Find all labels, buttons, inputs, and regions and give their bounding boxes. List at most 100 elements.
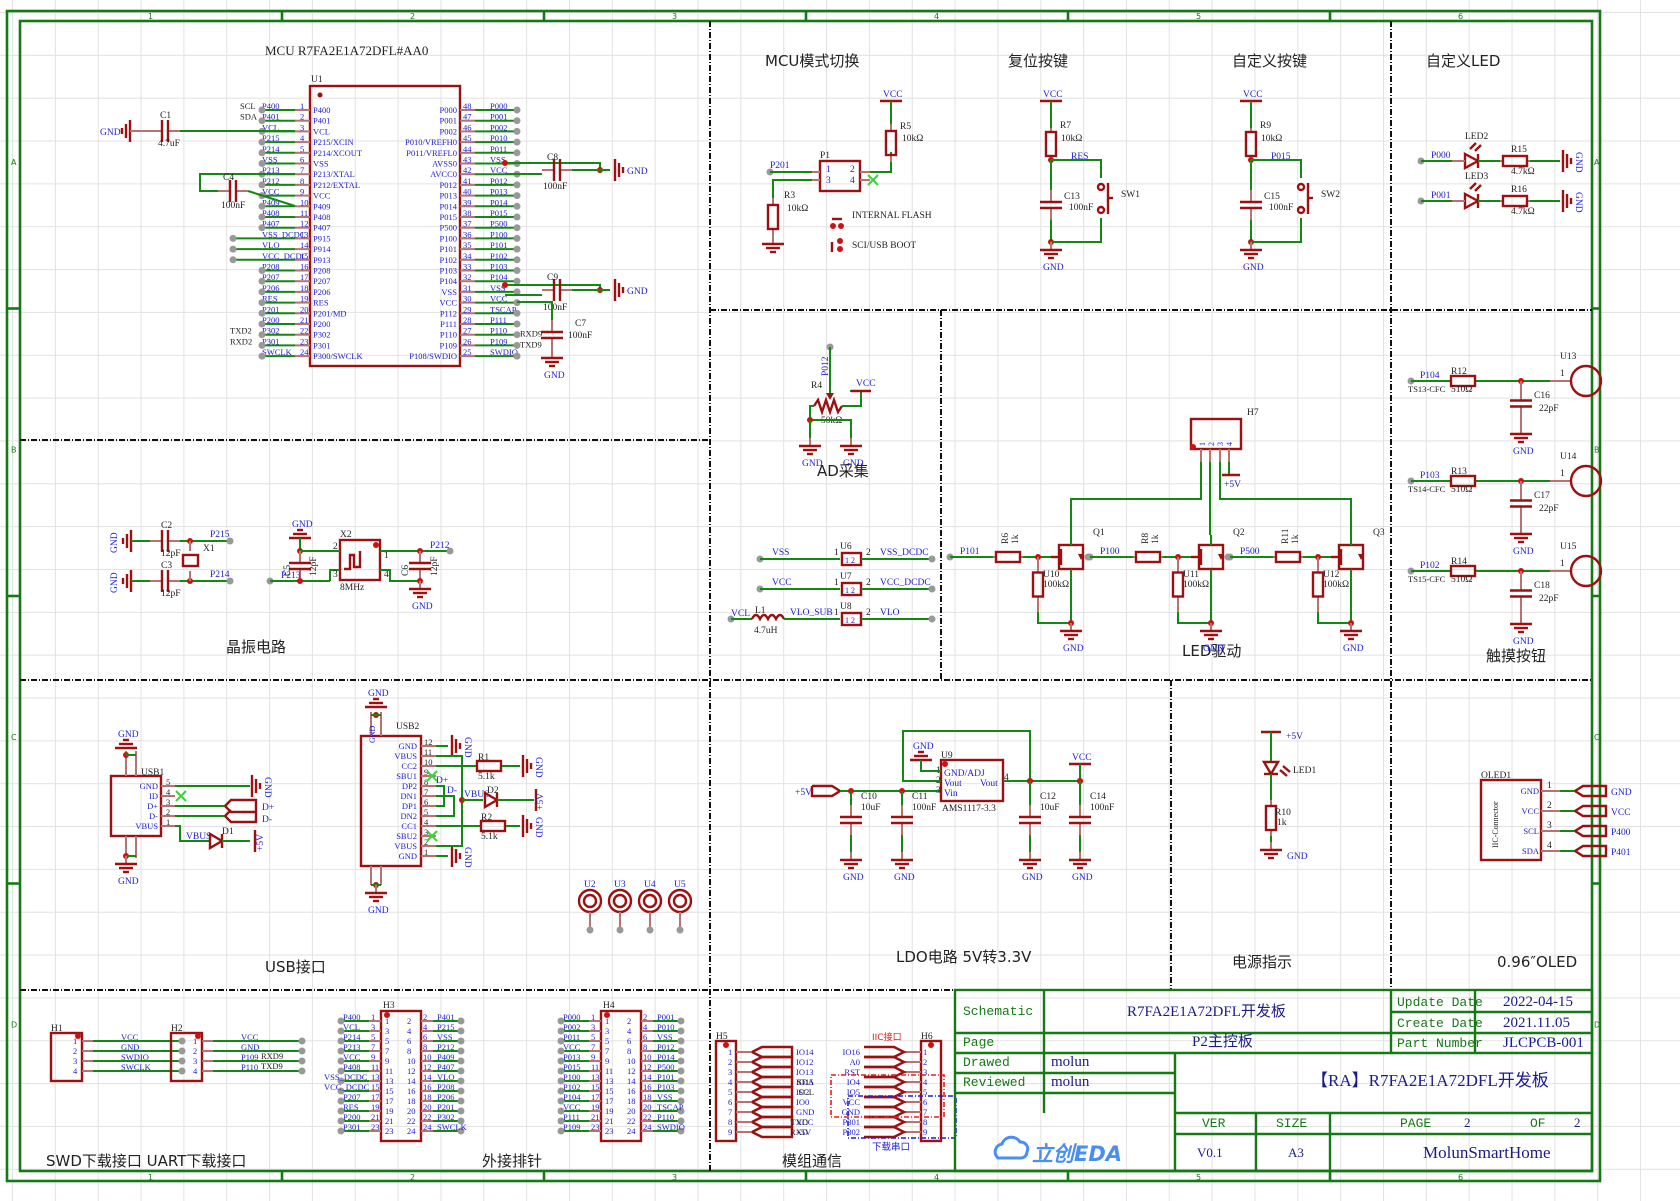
net-port-icon[interactable] (751, 1085, 794, 1099)
net-port[interactable] (457, 1057, 465, 1065)
net-port[interactable] (178, 1037, 186, 1045)
touch-resistor-icon[interactable] (1449, 564, 1477, 578)
c6-capacitor-icon[interactable] (409, 551, 431, 581)
r5-resistor-icon[interactable] (884, 124, 898, 162)
led-icon[interactable] (1463, 142, 1482, 171)
net-port[interactable] (298, 1057, 306, 1065)
net-port[interactable] (513, 341, 521, 349)
touch-capacitor-icon[interactable] (1510, 381, 1532, 426)
test-pad-icon[interactable] (637, 888, 663, 914)
net-port[interactable] (337, 1017, 345, 1025)
net-port[interactable] (178, 1057, 186, 1065)
net-port-icon[interactable] (1574, 804, 1608, 818)
net-port-icon[interactable] (751, 1065, 794, 1079)
net-port[interactable] (258, 277, 266, 285)
c3-capacitor-icon[interactable] (150, 570, 180, 592)
touch-capacitor-icon[interactable] (1510, 571, 1532, 616)
net-port[interactable] (457, 1127, 465, 1135)
ldo-capacitor-icon[interactable] (891, 805, 913, 835)
net-port[interactable] (928, 555, 936, 563)
net-port-icon[interactable] (864, 1095, 907, 1109)
pulldown-resistor-icon[interactable] (1311, 557, 1325, 612)
net-port[interactable] (258, 224, 266, 232)
pin-header-body[interactable] (714, 1039, 738, 1143)
net-port[interactable] (513, 127, 521, 135)
net-port[interactable] (229, 234, 237, 242)
c7-capacitor-icon[interactable] (541, 320, 563, 350)
c2-capacitor-icon[interactable] (150, 530, 180, 552)
net-port[interactable] (677, 1027, 685, 1035)
net-port[interactable] (337, 1127, 345, 1135)
ldo-block[interactable]: +5VU9GND/ADJVoutVinVout1234AMS1117-3.3GN… (795, 730, 1114, 883)
net-port-icon[interactable] (751, 1105, 794, 1119)
net-port[interactable] (337, 1047, 345, 1055)
touch-pad-icon[interactable] (1569, 364, 1603, 398)
net-port[interactable] (677, 1097, 685, 1105)
net-port[interactable] (258, 320, 266, 328)
net-port[interactable] (258, 138, 266, 146)
net-port[interactable] (446, 547, 454, 555)
pin-header-body[interactable] (379, 1009, 423, 1143)
net-port[interactable] (258, 288, 266, 296)
net-port[interactable] (457, 1027, 465, 1035)
net-port-icon[interactable] (864, 1105, 907, 1119)
net-port[interactable] (557, 1107, 565, 1115)
potentiometer-icon[interactable] (813, 393, 843, 416)
net-port[interactable] (258, 181, 266, 189)
net-tie-icon[interactable]: 1 2 (840, 581, 863, 597)
diode-icon[interactable] (208, 831, 225, 851)
pulldown-resistor-icon[interactable] (1031, 557, 1045, 612)
led-resistor-icon[interactable] (1500, 154, 1530, 168)
net-port[interactable] (677, 1047, 685, 1055)
gate-resistor-icon[interactable] (993, 550, 1023, 564)
net-port[interactable] (457, 1097, 465, 1105)
ldo-capacitor-icon[interactable] (1069, 805, 1091, 835)
net-port[interactable] (677, 1077, 685, 1085)
net-port[interactable] (513, 309, 521, 317)
net-port-icon[interactable] (864, 1125, 907, 1139)
net-port[interactable] (557, 1037, 565, 1045)
net-port[interactable] (513, 288, 521, 296)
net-port[interactable] (513, 106, 521, 114)
net-port-icon[interactable] (1574, 824, 1608, 838)
net-port[interactable] (258, 267, 266, 274)
r3-resistor-icon[interactable] (766, 198, 780, 236)
net-port[interactable] (586, 926, 594, 934)
net-port[interactable] (513, 277, 521, 285)
c4-capacitor-icon[interactable] (218, 180, 248, 202)
net-port[interactable] (557, 1067, 565, 1075)
net-port[interactable] (178, 1067, 186, 1075)
touch-resistor-icon[interactable] (1449, 474, 1477, 488)
net-port[interactable] (337, 1037, 345, 1045)
led-icon[interactable] (1261, 760, 1291, 777)
net-port-icon[interactable] (751, 1055, 794, 1069)
net-port[interactable] (337, 1027, 345, 1035)
net-port[interactable] (258, 331, 266, 339)
net-port[interactable] (337, 1117, 345, 1125)
net-port[interactable] (646, 926, 654, 934)
net-port[interactable] (298, 1047, 306, 1055)
net-port[interactable] (337, 1057, 345, 1065)
net-tie-icon[interactable]: 1 2 (840, 611, 863, 627)
p1-jumper-body[interactable] (818, 159, 862, 193)
net-port[interactable] (513, 138, 521, 146)
net-port[interactable] (557, 1117, 565, 1125)
net-tie-icon[interactable]: 1 2 (840, 551, 863, 567)
crystal-x2-icon[interactable] (338, 538, 382, 582)
net-port[interactable] (337, 1097, 345, 1105)
crystal-x1-icon[interactable] (181, 541, 200, 581)
gate-resistor-icon[interactable] (1273, 550, 1303, 564)
net-port[interactable] (557, 1047, 565, 1055)
touch-resistor-icon[interactable] (1449, 374, 1477, 388)
net-port[interactable] (229, 256, 237, 264)
touch-button-block[interactable]: P104TS13-CFCR12510ΩC1622pFGND1U13P103TS1… (1407, 352, 1603, 647)
net-port-icon[interactable] (864, 1075, 907, 1089)
net-port-icon[interactable] (1574, 784, 1608, 798)
net-port[interactable] (677, 1087, 685, 1095)
net-port[interactable] (457, 1017, 465, 1025)
net-port[interactable] (676, 926, 684, 934)
